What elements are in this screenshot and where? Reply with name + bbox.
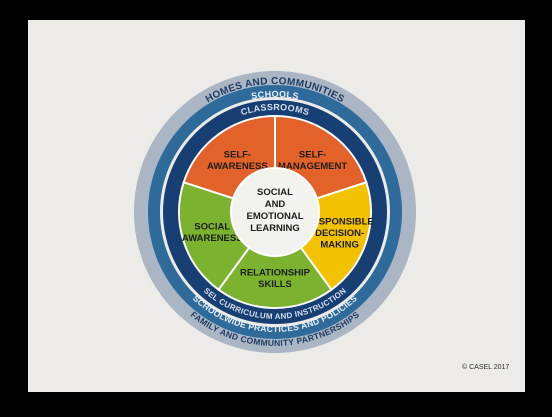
segment-relationship-skills [217,210,333,309]
segment-label-relationship-skills-line1: RELATIONSHIP [240,267,311,278]
segment-label-responsible-decision-making-line1: RESPONSIBLE [306,217,374,228]
center-label-line2: AND [265,199,286,210]
segment-label-social-awareness-line2: AWARENESS [182,233,243,244]
segment-label-self-awareness-line2: AWARENESS [207,161,268,172]
segment-label-social-awareness-line1: SOCIAL [194,222,230,233]
segment-label-responsible-decision-making-line2: DECISION- [315,228,364,239]
center-label-line3: EMOTIONAL [247,211,304,222]
copyright-notice: © CASEL 2017 [462,364,510,371]
center-circle [230,167,320,257]
segment-label-responsible-decision-making-line3: MAKING [320,240,359,251]
segment-label-self-management-line2: MANAGEMENT [278,161,347,172]
center-label-line4: LEARNING [250,223,300,234]
segment-label-relationship-skills-line2: SKILLS [258,279,292,290]
ring-label-middle-top: SCHOOLS [250,89,299,101]
segment-label-self-management-line1: SELF- [299,149,326,160]
center-label-line1: SOCIAL [257,187,293,198]
ring-label-inner-top: CLASSROOMS [239,102,310,117]
segment-label-self-awareness-line1: SELF- [224,149,251,160]
